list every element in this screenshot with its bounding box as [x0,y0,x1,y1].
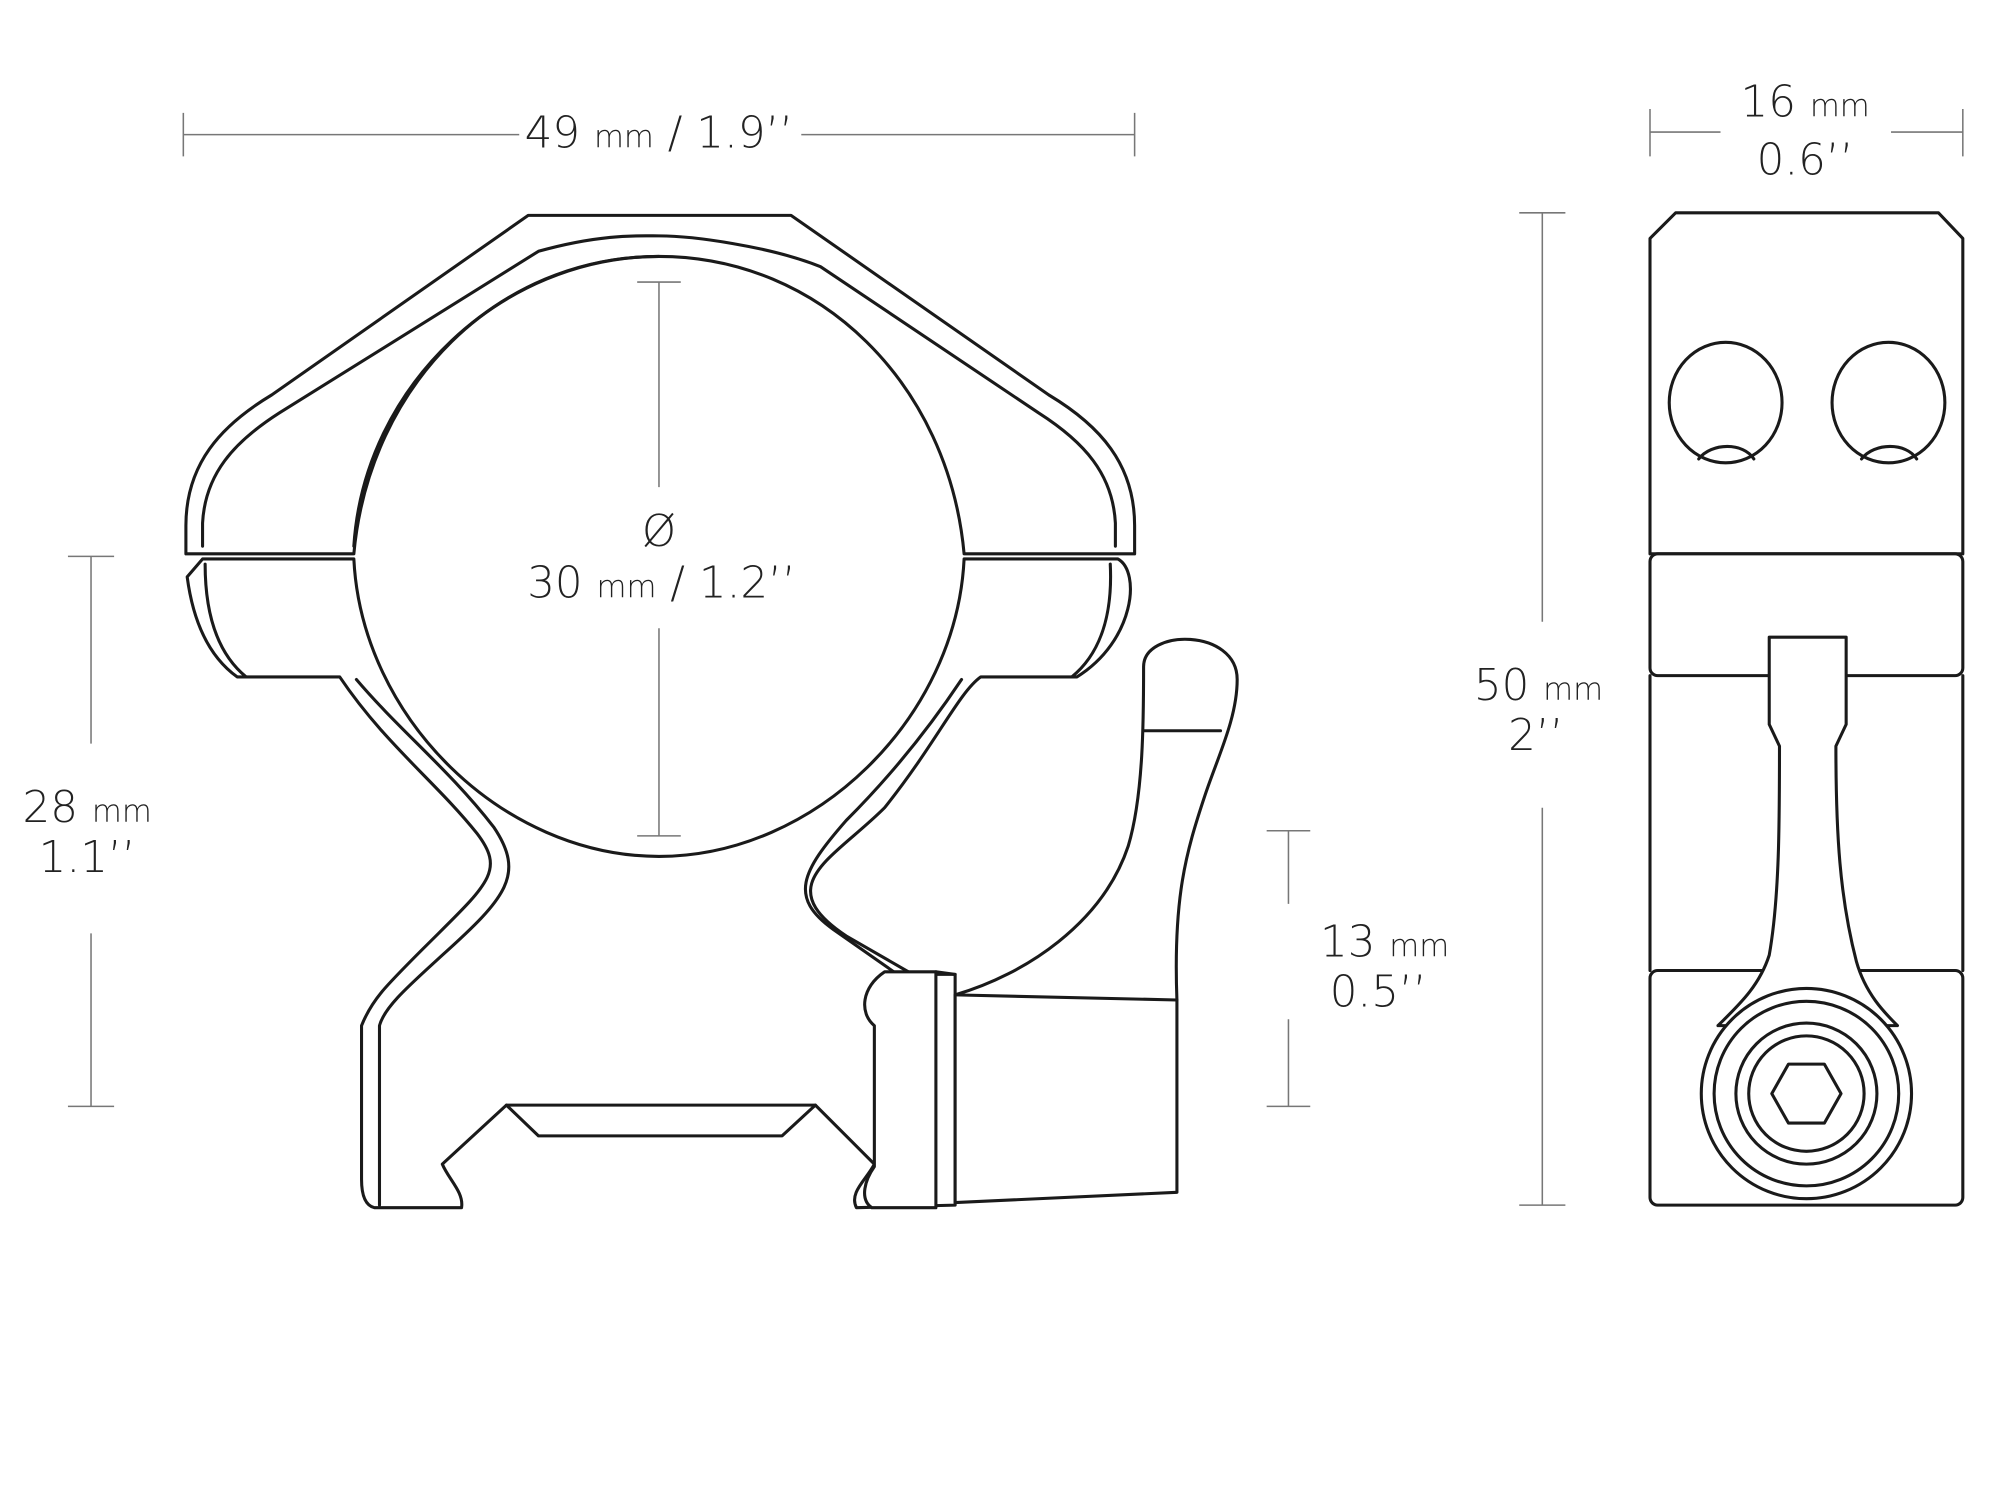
diameter-symbol: Ø [642,507,676,557]
total-height-inch: 2’’ [1508,711,1563,761]
screw-hole [1667,340,1784,465]
rail-height-inch: 0.5’’ [1330,967,1427,1017]
total-height-mm: 50 mm [1474,661,1603,711]
diameter-label: 30 mm / 1.2’’ [527,558,796,608]
front-view [184,213,1239,1210]
screw-hole [1830,340,1947,465]
center-height-mm: 28 mm [23,783,152,833]
center-height-inch: 1.1’’ [39,833,136,883]
side-top-block [1648,211,1965,556]
hex-socket-icon [1770,1062,1843,1125]
lever [953,637,1239,1205]
rail-height-mm: 13 mm [1320,917,1449,967]
width-label: 49 mm / 1.9’’ [525,108,794,158]
ring-top-cap [184,213,1137,556]
dimension-lines [67,108,1964,1206]
side-view [1648,211,1965,1207]
depth-inch: 0.6’’ [1757,135,1854,185]
side-lever [1716,635,1899,1028]
depth-mm: 16 mm [1741,78,1870,128]
